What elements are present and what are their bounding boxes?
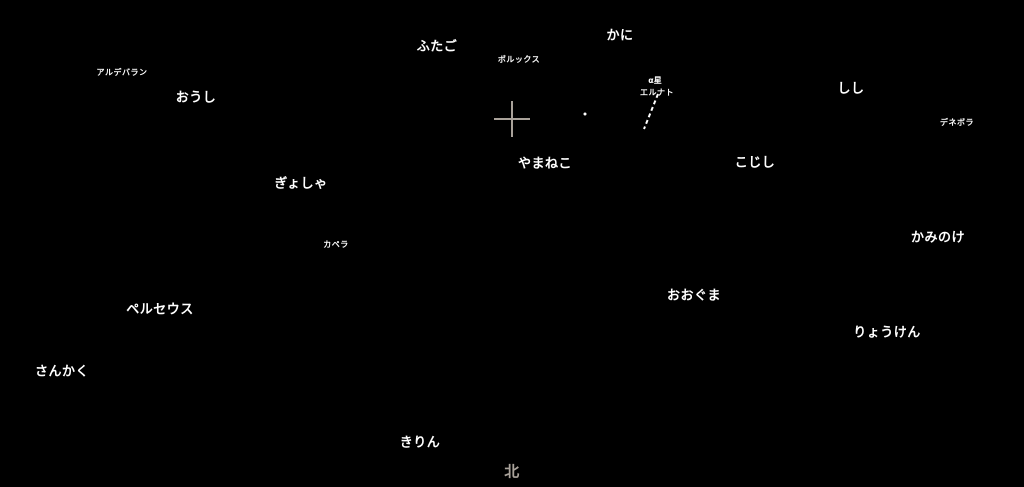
star-label[interactable]: エルナト: [640, 88, 674, 97]
crosshair-vertical-bar: [511, 101, 513, 137]
constellation-label[interactable]: りょうけん: [853, 325, 921, 341]
constellation-label[interactable]: おうし: [175, 90, 217, 106]
constellation-label[interactable]: ふたご: [416, 39, 458, 55]
constellation-label[interactable]: さんかく: [34, 364, 90, 380]
crosshair-horizontal-bar: [494, 118, 530, 120]
constellation-label[interactable]: おおぐま: [666, 288, 722, 304]
cardinal-direction-north: 北: [504, 462, 520, 481]
star-label[interactable]: カペラ: [323, 240, 349, 249]
alpha-star-marker: α星: [648, 76, 662, 85]
constellation-label[interactable]: こじし: [734, 155, 776, 171]
selected-star-dot[interactable]: [583, 112, 587, 116]
constellation-label[interactable]: かみのけ: [910, 230, 966, 246]
constellation-label[interactable]: ペルセウス: [126, 302, 194, 318]
constellation-label[interactable]: かに: [606, 28, 634, 44]
star-label[interactable]: アルデバラン: [96, 68, 148, 77]
constellation-label[interactable]: やまねこ: [517, 156, 573, 172]
star-label[interactable]: ポルックス: [497, 55, 541, 64]
star-label[interactable]: デネボラ: [940, 118, 974, 127]
constellation-label[interactable]: しし: [837, 81, 865, 97]
center-crosshair: [494, 101, 530, 137]
constellation-label[interactable]: きりん: [399, 435, 441, 451]
constellation-label[interactable]: ぎょしゃ: [274, 176, 328, 192]
